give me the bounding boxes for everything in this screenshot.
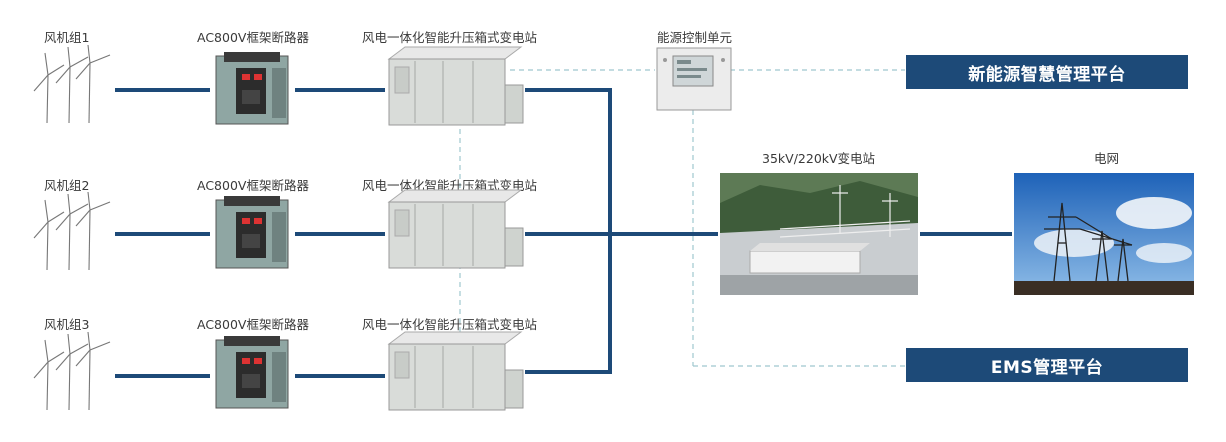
breaker-label-2: AC800V框架断路器 (197, 178, 309, 193)
main-substation-image (720, 173, 918, 295)
turbine-label-3: 风机组3 (44, 317, 90, 332)
wind-turbine-icon (33, 332, 111, 411)
breaker-label-3: AC800V框架断路器 (197, 317, 309, 332)
grid-label: 电网 (1094, 151, 1120, 166)
substation-label-1: 风电一体化智能升压箱式变电站 (362, 30, 538, 45)
power-grid-image (1014, 173, 1194, 295)
circuit-breaker-icon (215, 52, 289, 125)
energy-control-unit-icon (656, 47, 732, 111)
new-energy-platform-banner[interactable]: 新能源智慧管理平台 (906, 55, 1188, 89)
turbine-label-2: 风机组2 (44, 178, 90, 193)
substation-label-2: 风电一体化智能升压箱式变电站 (362, 178, 538, 193)
power-lines (115, 88, 1012, 378)
main-substation-label: 35kV/220kV变电站 (762, 151, 876, 166)
ems-platform-banner[interactable]: EMS管理平台 (906, 348, 1188, 382)
wind-turbine-icon (33, 45, 111, 124)
energy-control-unit-label: 能源控制单元 (657, 30, 733, 45)
turbine-label-1: 风机组1 (44, 30, 90, 45)
circuit-breaker-icon (215, 336, 289, 409)
box-substation-icon (387, 46, 524, 126)
box-substation-icon (387, 189, 524, 269)
wind-turbine-icon (33, 192, 111, 271)
substation-label-3: 风电一体化智能升压箱式变电站 (362, 317, 538, 332)
circuit-breaker-icon (215, 196, 289, 269)
breaker-label-1: AC800V框架断路器 (197, 30, 309, 45)
box-substation-icon (387, 331, 524, 411)
